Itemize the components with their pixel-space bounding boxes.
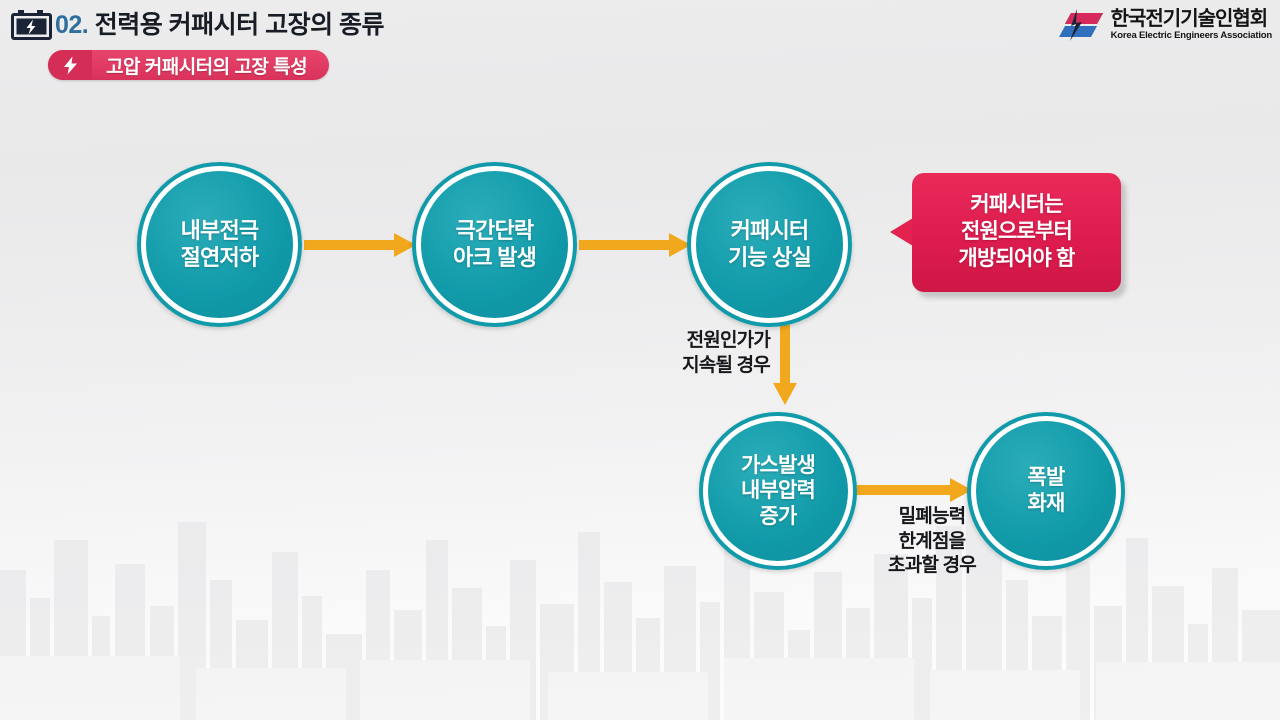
node-ring [137, 162, 302, 327]
flow-node-explosion-fire: 폭발 화재 [967, 412, 1125, 570]
node-disc [421, 171, 568, 318]
page-title-label: 전력용 커패시터 고장의 종류 [94, 11, 385, 39]
flow-node-internal-electrode: 내부전극 절연저하 [137, 162, 302, 327]
node-disc [708, 421, 848, 561]
flow-node-gas-pressure: 가스발생 내부압력 증가 [699, 412, 857, 570]
callout-body: 커패시터는 전원으로부터 개방되어야 함 [912, 173, 1121, 292]
node-disc [976, 421, 1116, 561]
flow-node-label: 가스발생 내부압력 증가 [740, 453, 816, 528]
flow-node-capacitor-failure: 커패시터 기능 상실 [687, 162, 852, 327]
callout-tail [890, 218, 913, 246]
association-name-ko: 한국전기기술인협회 [1110, 8, 1269, 31]
association-mark-icon [1058, 9, 1103, 41]
association-logo: 한국전기기술인협회 Korea Electric Engineers Assoc… [1057, 8, 1272, 42]
node-ring [412, 162, 577, 327]
flow-node-label: 커패시터 기능 상실 [727, 217, 812, 270]
callout-bubble: 커패시터는 전원으로부터 개방되어야 함 [890, 173, 1121, 292]
node-disc [696, 171, 843, 318]
flow-node-label: 내부전극 절연저하 [180, 217, 260, 270]
subtitle-badge-label: 고압 커패시터의 고장 특성 [106, 56, 308, 78]
slide-header: 02. 전력용 커패시터 고장의 종류 고압 커패시터의 고장 특성 한국전기기… [0, 0, 1280, 92]
arrow-node1-to-node2 [304, 233, 416, 257]
node-ring [967, 412, 1125, 570]
flow-node-label: 폭발 화재 [1027, 466, 1065, 515]
callout-text: 커패시터는 전원으로부터 개방되어야 함 [958, 193, 1075, 270]
battery-bolt-icon [11, 10, 52, 40]
page-title-number: 02. [55, 11, 89, 39]
arrow-node4-to-node5 [855, 478, 972, 502]
page-title: 02. 전력용 커패시터 고장의 종류 [55, 5, 385, 41]
arrow-node2-to-node3 [579, 233, 691, 257]
arrow-node3-to-node4 [773, 325, 797, 405]
subtitle-badge: 고압 커패시터의 고장 특성 [48, 50, 330, 80]
node-ring [699, 412, 857, 570]
node-disc [146, 171, 293, 318]
node-ring [687, 162, 852, 327]
lightning-bolt-icon [48, 50, 92, 80]
edge-caption-power-applied: 전원인가가 지속될 경우 [682, 330, 771, 376]
association-name-en: Korea Electric Engineers Association [1110, 30, 1273, 42]
flow-node-label: 극간단락 아크 발생 [452, 217, 537, 270]
flow-node-interpole-short: 극간단락 아크 발생 [412, 162, 577, 327]
edge-caption-seal-limit: 밀폐능력 한계점을 초과할 경우 [888, 506, 977, 577]
